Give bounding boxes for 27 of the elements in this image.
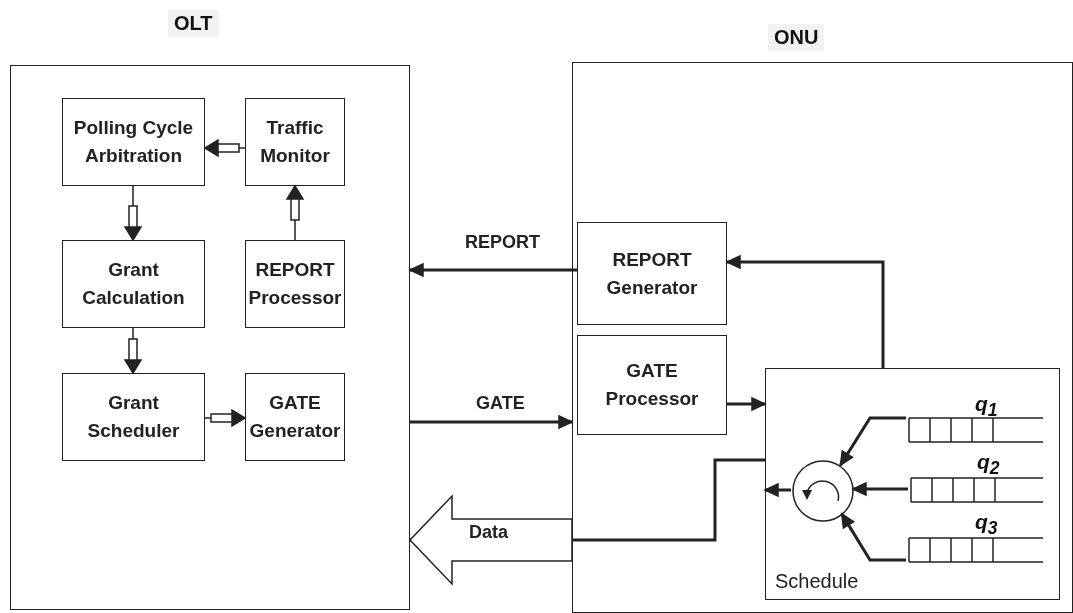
process-box: Traffic Monitor [245, 98, 345, 186]
process-box: REPORT Generator [577, 222, 727, 325]
box-caption: Schedule [775, 570, 859, 593]
process-box: Grant Calculation [62, 240, 205, 328]
arrow [409, 263, 577, 277]
arrow [286, 185, 304, 241]
arrow [840, 513, 906, 562]
panel-title: ONU [768, 24, 825, 51]
process-box: REPORT Processor [245, 240, 345, 328]
scheduler-box [765, 368, 1060, 600]
arrow [727, 397, 766, 411]
process-box: Polling Cycle Arbitration [62, 98, 205, 186]
arrow [124, 327, 142, 374]
arrow [764, 483, 791, 497]
process-box: GATE Processor [577, 335, 727, 435]
process-box: Grant Scheduler [62, 373, 205, 461]
process-box: GATE Generator [245, 373, 345, 461]
arrow [204, 139, 246, 157]
arrow [410, 415, 573, 429]
queue-label: q$_{3}$ [975, 510, 998, 540]
queue-label: q$_{1}$ [975, 392, 998, 422]
panel-title: OLT [168, 10, 219, 37]
arrow [852, 482, 908, 496]
arrow [839, 416, 906, 466]
arrow [124, 185, 142, 241]
arrow [726, 255, 885, 368]
queue-label: q$_{2}$ [977, 450, 1000, 480]
